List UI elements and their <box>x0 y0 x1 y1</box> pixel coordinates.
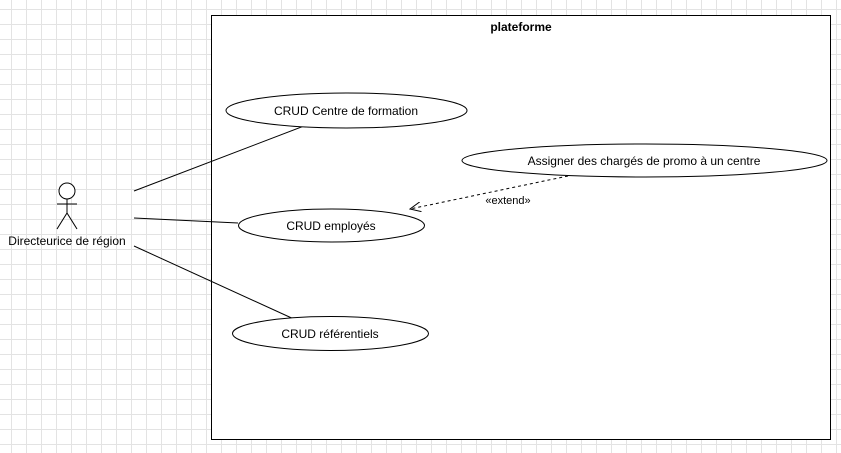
association-line-centre[interactable] <box>133 125 305 192</box>
use-case-centre-label: CRUD Centre de formation <box>274 104 418 118</box>
extend-label: «extend» <box>485 195 530 207</box>
association-line-referentiels[interactable] <box>133 245 297 321</box>
system-title: plateforme <box>490 20 552 34</box>
extend-arrow[interactable] <box>410 175 569 209</box>
use-case-centre[interactable]: CRUD Centre de formation <box>225 92 468 129</box>
use-case-employes-label: CRUD employés <box>286 219 375 233</box>
use-case-employes[interactable]: CRUD employés <box>238 208 425 243</box>
actor-stick-figure-icon <box>56 182 78 230</box>
association-line-employes[interactable] <box>133 217 239 224</box>
use-case-referentiels-label: CRUD référentiels <box>281 327 378 341</box>
use-case-assigner[interactable]: Assigner des chargés de promo à un centr… <box>461 143 828 178</box>
actor[interactable]: Directeurice de région <box>8 182 126 248</box>
use-case-assigner-label: Assigner des chargés de promo à un centr… <box>528 154 761 168</box>
use-case-referentiels[interactable]: CRUD référentiels <box>232 316 429 351</box>
actor-name: Directeurice de région <box>8 234 125 248</box>
